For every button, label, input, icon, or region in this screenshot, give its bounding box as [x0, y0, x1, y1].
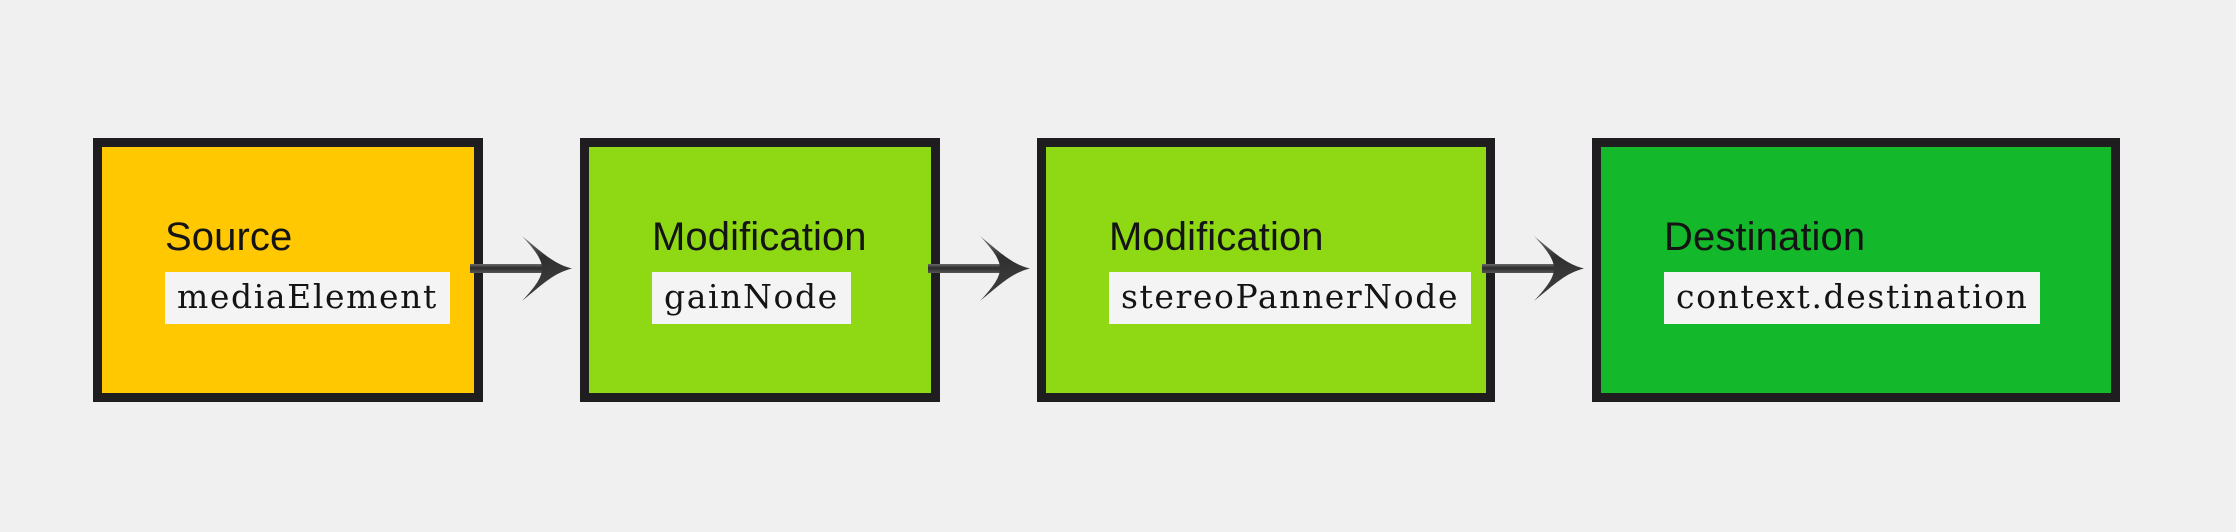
- connector-panner-to-destination: [1482, 232, 1610, 304]
- node-destination[interactable]: Destination context.destination: [1592, 138, 2120, 402]
- node-gain[interactable]: Modification gainNode: [580, 138, 940, 402]
- node-gain-title: Modification: [652, 215, 867, 260]
- node-source-code-label: mediaElement: [165, 272, 450, 324]
- arrow-right-icon: [1482, 236, 1584, 301]
- node-gain-code-label: gainNode: [652, 272, 851, 324]
- node-panner-title: Modification: [1109, 215, 1324, 260]
- node-destination-title: Destination: [1664, 215, 1866, 260]
- node-panner-code-label: stereoPannerNode: [1109, 272, 1472, 324]
- node-source-title: Source: [165, 215, 293, 260]
- connector-source-to-gain: [470, 232, 598, 304]
- arrow-right-icon: [470, 236, 572, 301]
- node-panner[interactable]: Modification stereoPannerNode: [1037, 138, 1495, 402]
- node-destination-code-label: context.destination: [1664, 272, 2041, 324]
- node-source[interactable]: Source mediaElement: [93, 138, 483, 402]
